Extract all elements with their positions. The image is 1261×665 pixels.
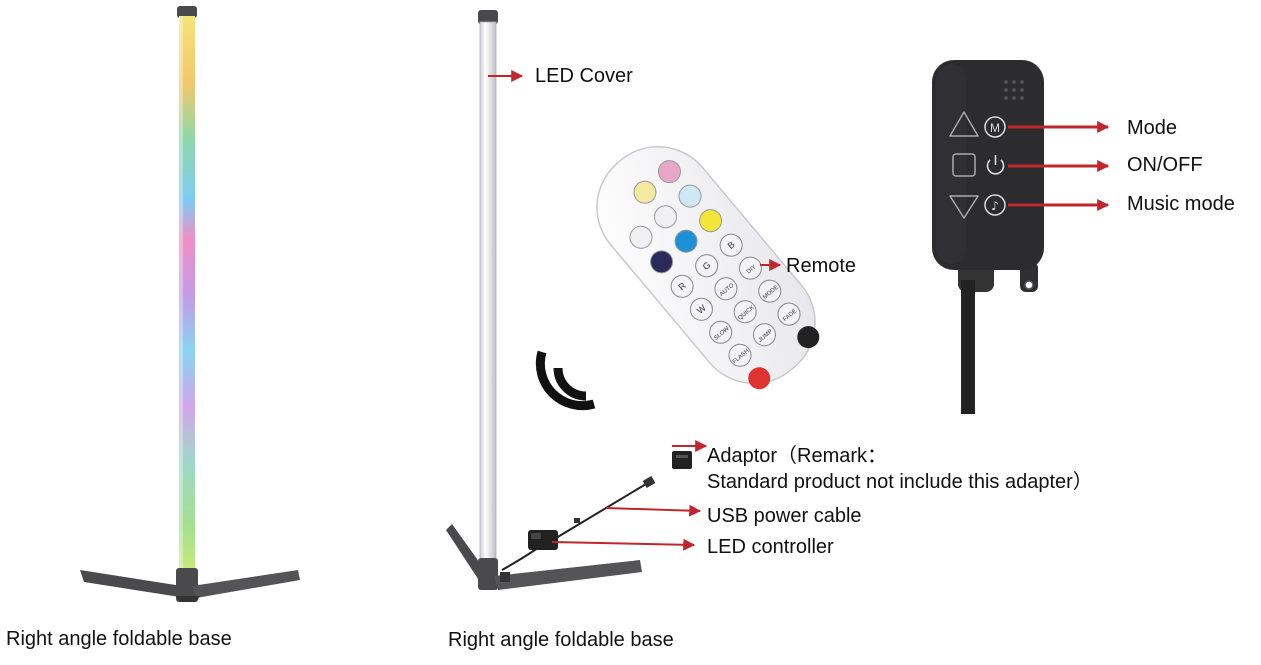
remote-key[interactable] bbox=[691, 250, 722, 281]
white-floor-lamp bbox=[446, 10, 642, 590]
remote-key[interactable] bbox=[650, 201, 681, 232]
led-controller-box bbox=[528, 530, 558, 550]
usb-power-cable-label: USB power cable bbox=[707, 505, 862, 527]
callout-arrows bbox=[488, 70, 1110, 551]
music-icon bbox=[984, 194, 1006, 216]
left-base-caption: Right angle foldable base bbox=[6, 628, 232, 650]
remote-key[interactable] bbox=[749, 319, 780, 350]
remote-key[interactable] bbox=[730, 296, 761, 327]
remote-key[interactable] bbox=[654, 156, 685, 187]
remote-key[interactable] bbox=[774, 299, 805, 330]
remote-key[interactable] bbox=[646, 246, 677, 277]
remote-key[interactable] bbox=[724, 340, 755, 371]
remote-key[interactable] bbox=[625, 222, 656, 253]
middle-base-caption: Right angle foldable base bbox=[448, 629, 674, 651]
remote-power-key[interactable] bbox=[744, 363, 775, 394]
power-icon bbox=[986, 155, 1005, 175]
adaptor-icon bbox=[672, 451, 692, 469]
inline-controller: M ♪ bbox=[932, 60, 1044, 414]
remote-key[interactable] bbox=[735, 253, 766, 284]
remote-key[interactable] bbox=[710, 273, 741, 304]
remote-key-label: B bbox=[726, 239, 737, 251]
mode-label: Mode bbox=[1127, 117, 1178, 139]
music-mode-button[interactable] bbox=[949, 195, 979, 219]
usb-cable bbox=[555, 483, 647, 539]
remote-key[interactable] bbox=[667, 271, 698, 302]
remote-key-label: DIY bbox=[746, 264, 758, 275]
remote-key[interactable] bbox=[716, 230, 747, 261]
remote-key[interactable] bbox=[629, 177, 660, 208]
remote-key-label: R bbox=[676, 280, 688, 292]
on-off-label: ON/OFF bbox=[1127, 154, 1203, 176]
remote-music-key[interactable] bbox=[793, 322, 824, 353]
remote-key[interactable] bbox=[695, 205, 726, 236]
speaker-grille-icon bbox=[1004, 80, 1024, 100]
remote-key[interactable] bbox=[705, 317, 736, 348]
remote-key[interactable] bbox=[686, 294, 717, 325]
remote-key-label: G bbox=[701, 260, 713, 272]
led-cover-label: LED Cover bbox=[535, 65, 633, 87]
mode-icon bbox=[984, 116, 1006, 138]
svg-text:♪: ♪ bbox=[991, 199, 999, 213]
led-controller-label: LED controller bbox=[707, 536, 834, 558]
remote-key[interactable] bbox=[754, 276, 785, 307]
svg-text:M: M bbox=[990, 121, 1000, 135]
adaptor-label: Adaptor（Remark： bbox=[707, 445, 888, 467]
remote-label: Remote bbox=[786, 255, 857, 277]
power-button[interactable] bbox=[952, 153, 976, 177]
mode-button[interactable] bbox=[949, 111, 979, 137]
remote-key[interactable] bbox=[675, 181, 706, 212]
wireless-signal-icon bbox=[535, 350, 596, 411]
rgb-floor-lamp bbox=[80, 6, 300, 602]
adaptor-remark-label: Standard product not include this adapte… bbox=[707, 471, 1093, 493]
remote-key[interactable] bbox=[671, 226, 702, 257]
music-mode-label: Music mode bbox=[1127, 193, 1235, 215]
